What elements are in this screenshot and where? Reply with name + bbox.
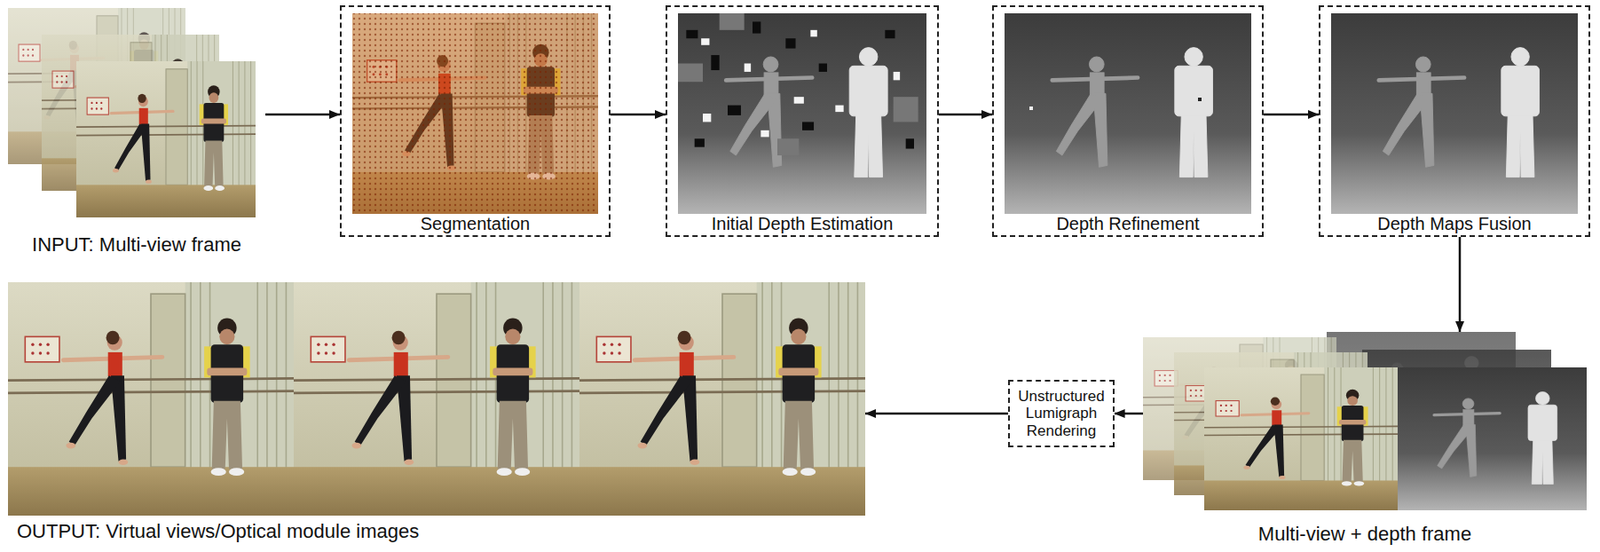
- node-label: Initial Depth Estimation: [711, 213, 894, 235]
- initial-depth-image: [677, 13, 927, 214]
- image-group: Multi-view + depth frame: [1142, 331, 1587, 549]
- node-label: Multi-view + depth frame: [1258, 522, 1472, 545]
- node-label: Depth Maps Fusion: [1377, 213, 1531, 235]
- fused-depth-image: [1331, 13, 1578, 214]
- node-label: Depth Refinement: [1056, 213, 1199, 235]
- segmentation-image: [352, 13, 599, 214]
- process-box: Unstructured Lumigraph Rendering: [1008, 379, 1114, 449]
- process-box: Depth Maps Fusion: [1318, 5, 1591, 237]
- input-frame: [76, 61, 256, 218]
- process-box: Segmentation: [339, 5, 611, 237]
- process-box: Initial Depth Estimation: [665, 5, 939, 237]
- flow-arrow: [1114, 412, 1143, 416]
- flow-arrow: [865, 412, 1009, 416]
- node-label: INPUT: Multi-view frame: [31, 233, 242, 256]
- refined-depth-image: [1004, 13, 1252, 214]
- input-frames: [7, 7, 256, 218]
- node-label: Segmentation: [420, 213, 530, 235]
- output-views: [7, 282, 866, 516]
- node-label: Unstructured Lumigraph Rendering: [1017, 387, 1104, 441]
- flow-arrow: [265, 113, 340, 117]
- flow-arrow: [938, 113, 993, 117]
- multiview-depth-frames: [1142, 331, 1587, 511]
- image-group: OUTPUT: Virtual views/Optical module ima…: [7, 282, 866, 546]
- process-box: Depth Refinement: [992, 5, 1264, 237]
- flow-arrow: [1458, 236, 1462, 332]
- flow-arrow: [1263, 113, 1319, 117]
- image-group: INPUT: Multi-view frame: [7, 7, 266, 258]
- flow-arrow: [610, 113, 666, 117]
- node-label: OUTPUT: Virtual views/Optical module ima…: [16, 520, 419, 543]
